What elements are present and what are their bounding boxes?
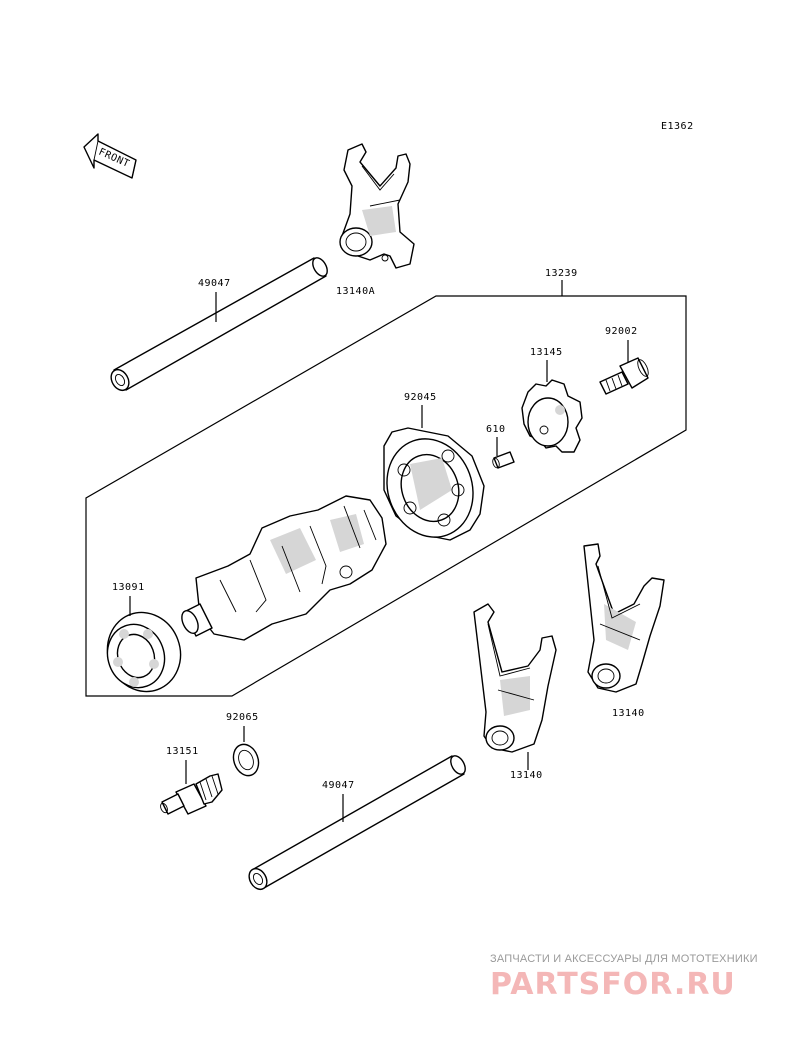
label-13140A: 13140A [336,286,375,297]
label-13239: 13239 [545,268,578,279]
front-arrow-icon: FRONT [83,133,137,179]
label-49047-bottom: 49047 [322,780,355,791]
shift-fork-top [339,143,415,269]
label-13140-middle: 13140 [510,770,543,781]
watermark-logo: PARTSFOR.RU [490,967,736,1002]
label-49047-top: 49047 [198,278,231,289]
label-92002: 92002 [605,326,638,337]
shift-shaft-top [110,257,328,392]
shift-fork-middle [473,603,557,753]
pin-plate-13145 [521,379,583,453]
shift-drum [181,495,387,641]
bearing-92045 [383,427,485,541]
bolt-92002 [599,357,649,395]
label-13140-right: 13140 [612,708,645,719]
washer-92065 [232,743,260,777]
drum-assembly-frame [85,280,687,697]
shift-fork-right [583,543,665,693]
pin-610 [492,451,515,469]
diagram-code: E1362 [661,121,694,132]
label-13145: 13145 [530,347,563,358]
label-610: 610 [486,424,506,435]
label-13151: 13151 [166,746,199,757]
label-92065: 92065 [226,712,259,723]
neutral-switch-13151 [160,773,223,815]
watermark-caption: ЗАПЧАСТИ И АКСЕССУАРЫ ДЛЯ МОТОТЕХНИКИ [490,953,758,965]
bearing-13091 [106,611,182,693]
label-92045: 92045 [404,392,437,403]
shift-shaft-bottom [248,755,466,891]
label-13091: 13091 [112,582,145,593]
